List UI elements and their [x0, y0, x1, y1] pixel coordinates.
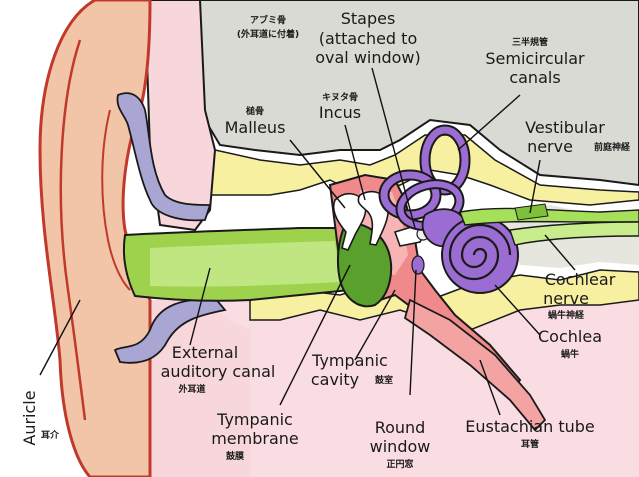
label-external-canal-line2: auditory canal [161, 362, 276, 381]
leader-tympanic-membrane [279, 264, 351, 406]
label-cochlear-nerve-jp: 蝸牛神経 [548, 309, 585, 321]
label-tympanic-membrane-jp: 鼓膜 [226, 450, 245, 462]
leader-tympanic-cavity [354, 289, 396, 361]
vestibular-ganglion [514, 203, 549, 221]
label-stapes-jp2: (外耳道に付着) [237, 28, 299, 40]
label-auricle-en: Auricle [20, 390, 39, 445]
leader-auricle [39, 299, 81, 376]
label-incus-jp: キヌタ骨 [322, 91, 358, 103]
cartilage-upper [116, 92, 212, 222]
label-cochlear-nerve-line1: Cochlear [545, 270, 616, 289]
leader-cochlear-nerve [544, 234, 576, 271]
label-vestibular-line1: Vestibular [525, 118, 605, 137]
leader-cochlea [494, 284, 541, 336]
label-malleus-en: Malleus [225, 118, 286, 137]
label-tympanic-membrane-line2: membrane [211, 429, 299, 448]
label-round-window-line1: Round [375, 418, 426, 437]
label-round-window-line2: window [370, 437, 431, 456]
vestibular-nerve [459, 207, 639, 226]
label-tympanic-cavity-jp: 鼓室 [375, 374, 393, 386]
label-eustachian-en: Eustachian tube [465, 417, 595, 436]
label-semicircular-jp: 三半規管 [512, 36, 548, 48]
label-malleus-jp: 槌骨 [246, 105, 264, 117]
cochlea-spiral [448, 223, 512, 281]
label-stapes-jp1: アブミ骨 [250, 14, 286, 26]
eustachian-tube [403, 298, 547, 432]
label-semicircular-line2: canals [509, 68, 560, 87]
auricle-fold [59, 39, 87, 421]
bone-yellow-band [199, 119, 639, 206]
label-external-canal-line1: External [172, 343, 238, 362]
label-eustachian-jp: 耳管 [521, 438, 539, 450]
label-stapes-line1: Stapes [341, 9, 396, 28]
label-cochlea-en: Cochlea [538, 327, 602, 346]
leader-malleus [289, 139, 346, 209]
leader-external-canal [189, 267, 211, 346]
label-incus-en: Incus [319, 103, 361, 122]
label-tympanic-membrane-line1: Tympanic [216, 410, 293, 429]
label-vestibular-line2: nerve [527, 137, 573, 156]
leader-semicircular [457, 94, 521, 151]
label-cochlear-nerve-line2: nerve [543, 289, 589, 308]
label-stapes-line3: oval window) [315, 48, 421, 67]
lower-tissue [150, 300, 639, 477]
label-tympanic-cavity-line1: Tympanic [311, 351, 388, 370]
auricle-concha [101, 109, 131, 291]
cochlear-nerve [509, 221, 639, 246]
label-round-window-jp: 正円窓 [386, 458, 413, 470]
label-cochlea-jp: 蝸牛 [561, 348, 579, 360]
label-tympanic-cavity-line2: cavity [311, 370, 359, 389]
leader-incus [344, 124, 366, 201]
cochlea-outer [441, 216, 519, 294]
leader-eustachian [479, 359, 501, 416]
label-auricle-jp: 耳介 [41, 429, 60, 441]
head-skin-lower [150, 300, 250, 477]
leader-stapes [371, 67, 416, 229]
temporal-bone [193, 0, 639, 187]
leader-vestibular [529, 159, 541, 214]
round-window [411, 255, 425, 275]
label-vestibular-jp: 前庭神経 [594, 141, 631, 153]
canal-inner [150, 241, 340, 287]
label-semicircular-line1: Semicircular [485, 49, 585, 68]
label-stapes-line2: (attached to [319, 29, 417, 48]
semicircular-canal-2-fill [380, 171, 440, 219]
leader-round-window [409, 269, 417, 396]
malleus-bone [332, 192, 367, 251]
label-external-canal-jp: 外耳道 [177, 383, 205, 395]
